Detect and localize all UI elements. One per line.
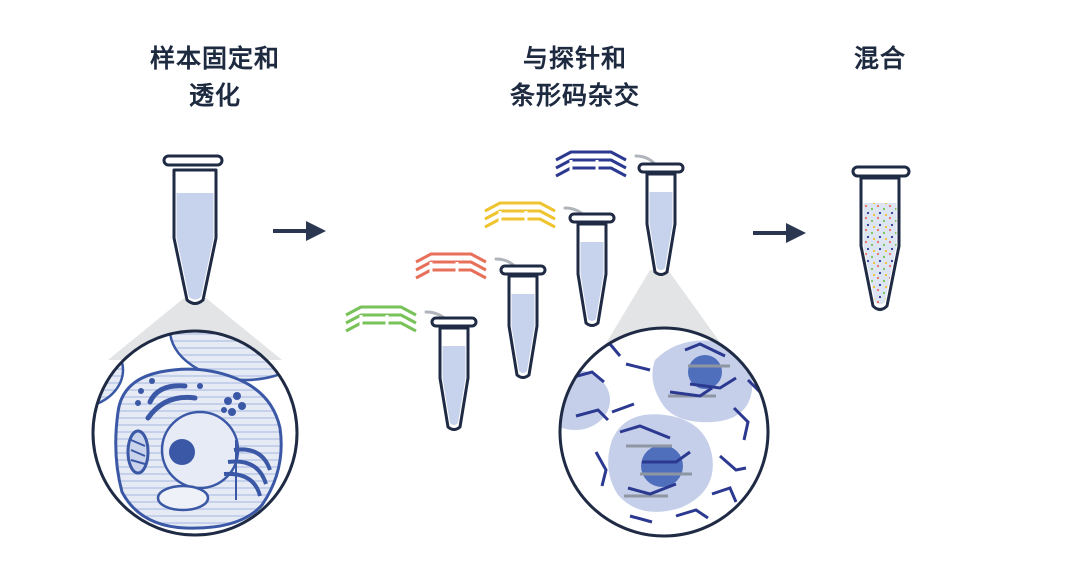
step-1-title-line2: 透化 [188, 81, 241, 110]
step-1-title-line1: 样本固定和 [149, 44, 280, 73]
arrow-right-icon [273, 221, 326, 241]
step-1-title: 样本固定和 透化 [125, 40, 305, 114]
tube-icon [162, 154, 224, 305]
mixed-tube-icon [851, 165, 911, 311]
step-3-title-line1: 混合 [853, 44, 906, 73]
tube-icon [568, 212, 616, 327]
step-2-title: 与探针和 条形码杂交 [475, 40, 675, 114]
tube-icon [499, 264, 547, 379]
arrow-right-icon [753, 223, 806, 243]
step-2-title-line1: 与探针和 [522, 44, 627, 73]
probe-icon [344, 150, 660, 333]
step-3-title: 混合 [820, 40, 940, 77]
step-2-title-line2: 条形码杂交 [509, 81, 640, 110]
zoom-cone-2 [605, 270, 722, 345]
tube-icon [637, 162, 685, 276]
hybridized-cells-icon [558, 326, 770, 538]
tube-icon [430, 316, 478, 431]
